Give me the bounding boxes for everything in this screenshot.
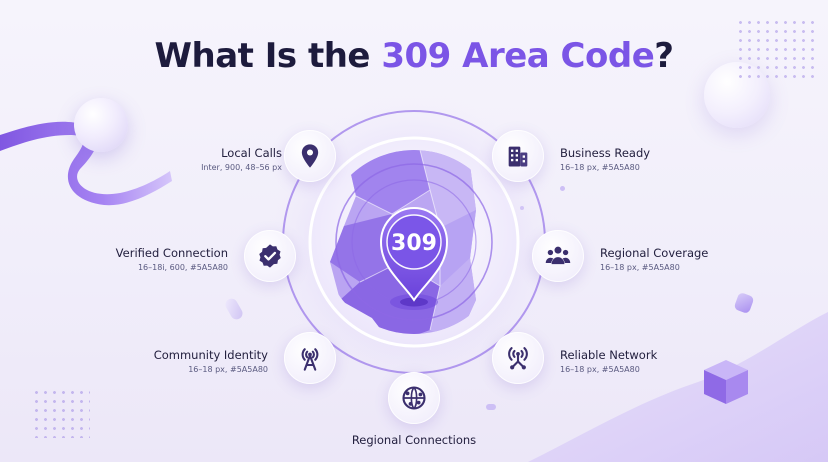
feature-title: Regional Coverage bbox=[600, 246, 709, 260]
feature-node-local-calls bbox=[284, 130, 336, 182]
feature-label-local-calls: Local Calls Inter, 900, 48–56 px bbox=[201, 146, 282, 172]
title-suffix: ? bbox=[654, 36, 674, 76]
feature-title: Community Identity bbox=[153, 348, 268, 362]
feature-node-verified-connection bbox=[244, 230, 296, 282]
feature-node-reliable-network bbox=[492, 332, 544, 384]
feature-title: Verified Connection bbox=[115, 246, 228, 260]
location-pin-icon bbox=[301, 144, 319, 168]
feature-subtitle: 16–18i, 600, #5A5A80 bbox=[137, 263, 228, 272]
feature-subtitle: 16–18 px, #5A5A80 bbox=[560, 365, 640, 374]
radio-tower-icon bbox=[301, 348, 319, 371]
feature-label-reliable-network: Reliable Network 16–18 px, #5A5A80 bbox=[560, 348, 657, 374]
badge-number: 309 bbox=[391, 231, 437, 256]
feature-title-regional-connections: Regional Connections bbox=[351, 433, 477, 447]
title-accent: 309 Area Code bbox=[381, 36, 655, 76]
feature-label-community-identity: Community Identity 16–18 px, #5A5A80 bbox=[154, 348, 268, 374]
office-building-icon bbox=[508, 146, 528, 167]
feature-subtitle: 16–18 px, #5A5A80 bbox=[600, 263, 680, 272]
feature-label-business-ready: Business Ready 16–18 px, #5A5A80 bbox=[560, 146, 650, 172]
feature-subtitle: 16–18 px, #5A5A80 bbox=[560, 163, 640, 172]
feature-subtitle: Inter, 900, 48–56 px bbox=[201, 163, 282, 172]
page-title: What Is the 309 Area Code? bbox=[0, 36, 828, 76]
feature-label-regional-coverage: Regional Coverage 16–18 px, #5A5A80 bbox=[600, 246, 708, 272]
title-prefix: What Is the bbox=[154, 36, 382, 76]
people-group-icon bbox=[545, 246, 571, 265]
feature-title: Business Ready bbox=[560, 146, 651, 160]
feature-node-regional-connections bbox=[388, 372, 440, 424]
feature-node-community-identity bbox=[284, 332, 336, 384]
network-signal-icon bbox=[508, 347, 528, 370]
feature-title: Reliable Network bbox=[560, 348, 658, 362]
feature-title: Local Calls bbox=[221, 146, 282, 160]
verified-badge-icon bbox=[259, 244, 281, 268]
feature-label-verified-connection: Verified Connection 16–18i, 600, #5A5A80 bbox=[116, 246, 228, 272]
feature-subtitle: 16–18 px, #5A5A80 bbox=[188, 365, 268, 374]
feature-node-regional-coverage bbox=[532, 230, 584, 282]
globe-network-icon bbox=[402, 386, 426, 410]
feature-node-business-ready bbox=[492, 130, 544, 182]
